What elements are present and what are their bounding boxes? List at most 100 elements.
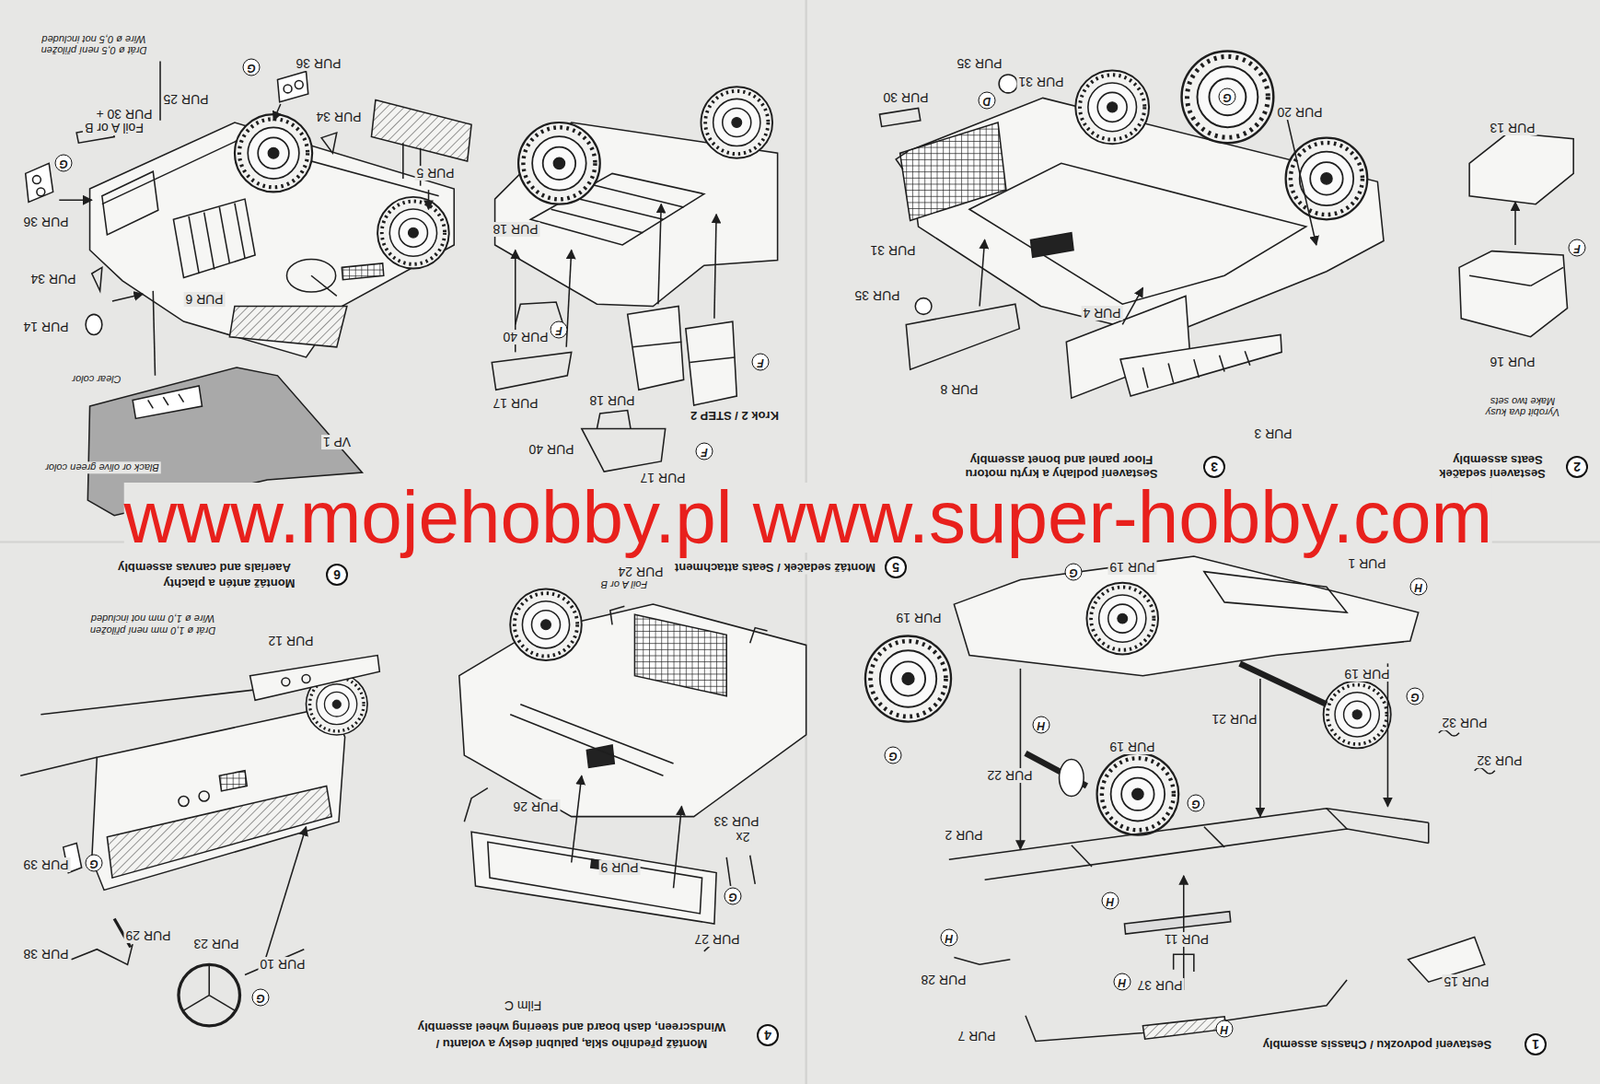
chassis-drawing [953,556,1418,676]
part-number: PUR 15 [1441,973,1491,989]
chassis-drawing [1142,1016,1227,1039]
step-title: Krok 2 / STEP 2 [688,408,781,423]
chassis-drawing [1387,662,1390,806]
note: Drát ø 0,5 není přiložen [38,45,149,58]
paint-code-marker: G [1065,562,1083,580]
part-number: PUR 27 [693,931,743,947]
part-number: PUR 17 [490,395,540,411]
dash-board-drawing [20,756,97,776]
chassis-drawing [1059,759,1085,797]
canvas-assembly-drawing [402,142,405,179]
step-title: Aaerials and canvas assembly [115,560,293,575]
canvas-assembly-drawing [132,385,202,418]
part-number: PUR 2 [943,827,986,843]
canvas-assembly-drawing [32,175,41,185]
floor-panel-drawing [900,122,1007,221]
seats-attachment-drawing [571,197,664,220]
floor-panel-drawing [1075,69,1149,144]
seats-attachment-drawing [581,428,666,472]
step-number: 2 [1565,455,1589,478]
note: Foil A or B [599,579,650,592]
seats-attachment-drawing [658,204,661,305]
part-number: PUR 8 [938,382,980,397]
part-number: 2x [734,829,753,845]
canvas-assembly-drawing [173,198,256,278]
part-number: PUR 19 [893,610,943,626]
canvas-assembly-drawing [229,305,347,347]
windscreen-drawing [750,627,768,644]
canvas-assembly-drawing [36,187,46,197]
paint-code-marker: H [1113,973,1132,991]
seats-drawing [1459,132,1574,337]
watermark: www.mojehobby.pl www.super-hobby.com [124,482,1494,553]
windscreen-drawing [571,775,582,862]
part-number: Film C [501,997,543,1013]
canvas-assembly-drawing [204,212,215,270]
seats-drawing [1459,251,1567,337]
canvas-assembly-drawing [341,263,383,280]
canvas-assembly-drawing [148,399,154,408]
windscreen-drawing [673,806,683,889]
canvas-assembly-drawing [25,162,54,202]
paint-code-marker: G [883,746,902,765]
floor-panel-drawing [1122,288,1143,325]
step-number: 3 [1203,455,1226,478]
part-number: PUR 35 [955,56,1005,71]
part-number: PUR 31 [868,243,917,258]
part-number: PUR 18 [588,392,638,407]
dash-board-drawing [198,790,209,801]
seats-drawing [1469,275,1531,286]
dash-board-drawing [71,943,134,964]
part-number: PUR 10 [258,956,308,972]
floor-panel-drawing [905,303,1020,370]
canvas-assembly-drawing [273,104,281,121]
floor-panel-drawing [1168,363,1174,383]
dash-board-drawing [178,963,241,1025]
step-title: Seats assembly [1450,452,1545,466]
note: Clear color [70,373,124,386]
windscreen-drawing [586,744,615,767]
seats-attachment-drawing [596,410,631,429]
canvas-assembly-drawing [277,71,308,103]
step-title: Sestavení podlahy a krytu motoru [962,466,1160,481]
part-number: PUR 30 [881,90,931,105]
part-number: PUR 21 [1210,711,1260,727]
paint-code-marker: G [251,987,269,1006]
part-number: PUR 5 [415,165,457,181]
part-number: PUR 1 [1346,556,1389,571]
dash-board-drawing [250,655,381,701]
windscreen-drawing [463,788,487,823]
windscreen-drawing [510,714,663,776]
windscreen-drawing [750,855,756,884]
part-number: PUR 30 + [94,106,155,122]
note: Vyrobit dva kusy [1483,405,1562,418]
part-number: PUR 29 [123,927,173,943]
seats-attachment-drawing [700,86,773,159]
note: Black or olive green color [43,461,162,474]
part-number: PUR 18 [490,221,540,237]
part-number: PUR 12 [266,633,315,649]
step-title: Sestavení sedaček [1437,466,1548,481]
windscreen-drawing [634,614,727,696]
part-number: PUR 32 [1439,715,1489,731]
part-number: PUR 35 [853,288,903,303]
part-number: PUR 33 [712,813,762,829]
seats-attachment-drawing [689,357,735,363]
part-number: PUR 37 [1136,977,1185,993]
canvas-assembly-drawing [152,290,155,376]
part-number: PUR 36 [293,56,343,71]
part-number: PUR 34 [28,271,78,287]
dash-board-drawing [208,964,210,995]
floor-panel-drawing [998,74,1018,93]
step-number: 6 [325,563,348,586]
seats-attachment-drawing [491,351,571,390]
seats-attachment-drawing [518,122,601,205]
paint-code-marker: H [1031,715,1050,733]
step-number: 1 [1524,1032,1547,1056]
windscreen-drawing [520,704,673,764]
part-number: PUR 28 [919,972,969,987]
part-number: VP 1 [321,434,353,450]
floor-panel-drawing [1142,367,1148,388]
